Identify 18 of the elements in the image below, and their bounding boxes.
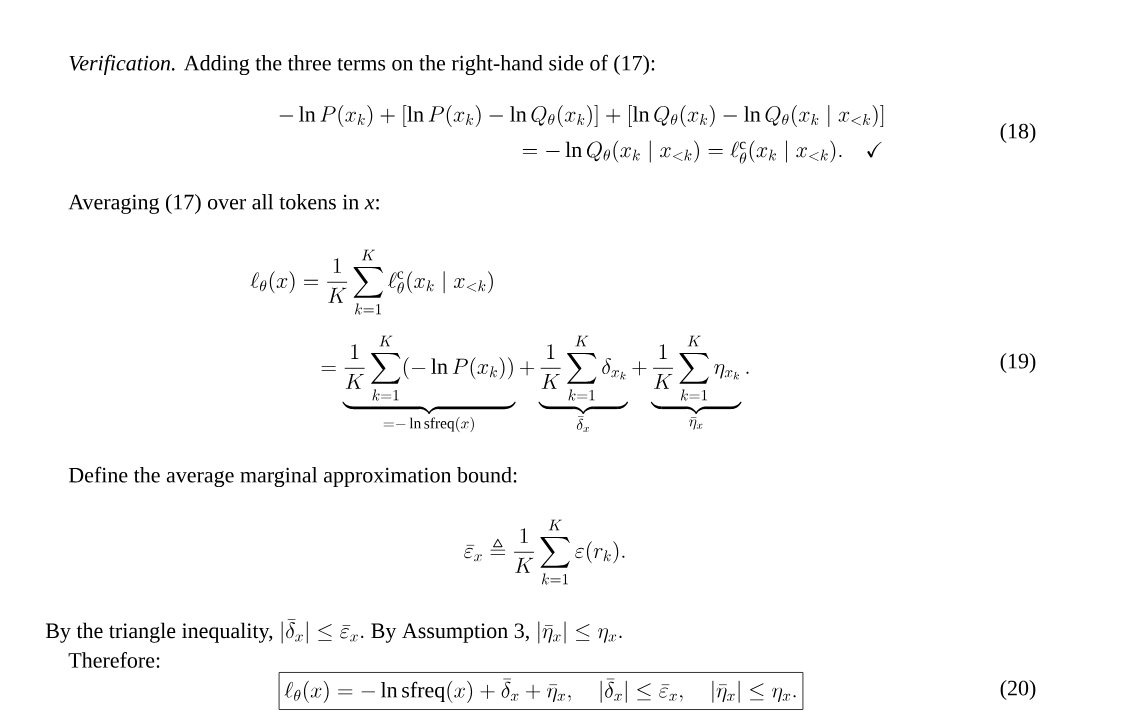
label: By the triangle inequality, <box>45 622 273 643</box>
paragraph-text: Therefore: <box>68 652 160 668</box>
label: $|\bar{\eta}_x| \le \eta_x.$ <box>538 621 622 644</box>
equation-number: (19) <box>1000 353 1036 373</box>
paragraph-text: Verification. Adding the three terms on the right-hand side of (17): <box>69 54 655 76</box>
equation: $-\ln P(x_k) + [\ln P(x_k) - \ln Q_\theta(x_k)] + [\ln Q_\theta(x_k) - \ln Q_\theta(x_k \mid x_{<k})]$ <box>279 105 884 127</box>
equation-number: (20) <box>1000 680 1036 700</box>
equation: $\bar{\varepsilon}_x \triangleq \frac{1}{K}\sum_{k=1}^{K}\varepsilon(r_k).$ <box>464 519 625 585</box>
equation-number: (18) <box>1000 123 1036 143</box>
boxed-equation: $\ell_\theta(x) = -\ln \mathrm{sfreq}(x) + \bar{\delta}_x + \bar{\eta}_x, \quad |\bar{\delta}_x| \le \bar{\varepsilon}_x, \quad |\bar{\eta}_x| \le \eta_x.$ <box>278 672 804 710</box>
paragraph-text: By the triangle inequality, $|\bar{\delta}_x| \le \bar{\varepsilon}_x.$ By Assumption 3, $|\bar{\eta}_x| \le \eta_x.$ <box>45 619 622 644</box>
paragraph-text: Averaging (17) over all tokens in x: <box>68 194 379 214</box>
equation: $\ell_\theta(x) = \frac{1}{K}\sum_{k=1}^{K} \ell^{\mathrm{c}}_\theta(x_k \mid x_{<k})$ <box>250 249 493 315</box>
label: By Assumption 3, <box>371 623 529 643</box>
paragraph-text: Define the average marginal approximation bound: <box>68 466 517 488</box>
label: $|\bar{\delta}_x| \le \bar{\varepsilon}_x.$ <box>281 619 364 644</box>
equation: $= \underbrace{\frac{1}{K}\sum_{k=1}^{K}(-\ln P(x_k))}_{=-\ln \mathrm{sfreq}(x)} + \underbrace{\frac{1}{K}\sum_{k=1}^{K}\delta_{x_k}}_{\bar{\delta}_x} + \underbrace{\frac{1}{K}\sum_{k=1}^{K}\eta_{x_k}}_{\bar{\eta}_x}.$ <box>321 335 749 433</box>
equation: $= -\ln Q_\theta(x_k \mid x_{<k}) = \ell^{\mathrm{c}}_\theta(x_k \mid x_{<k}). \quad \checkmark$ <box>522 140 882 164</box>
